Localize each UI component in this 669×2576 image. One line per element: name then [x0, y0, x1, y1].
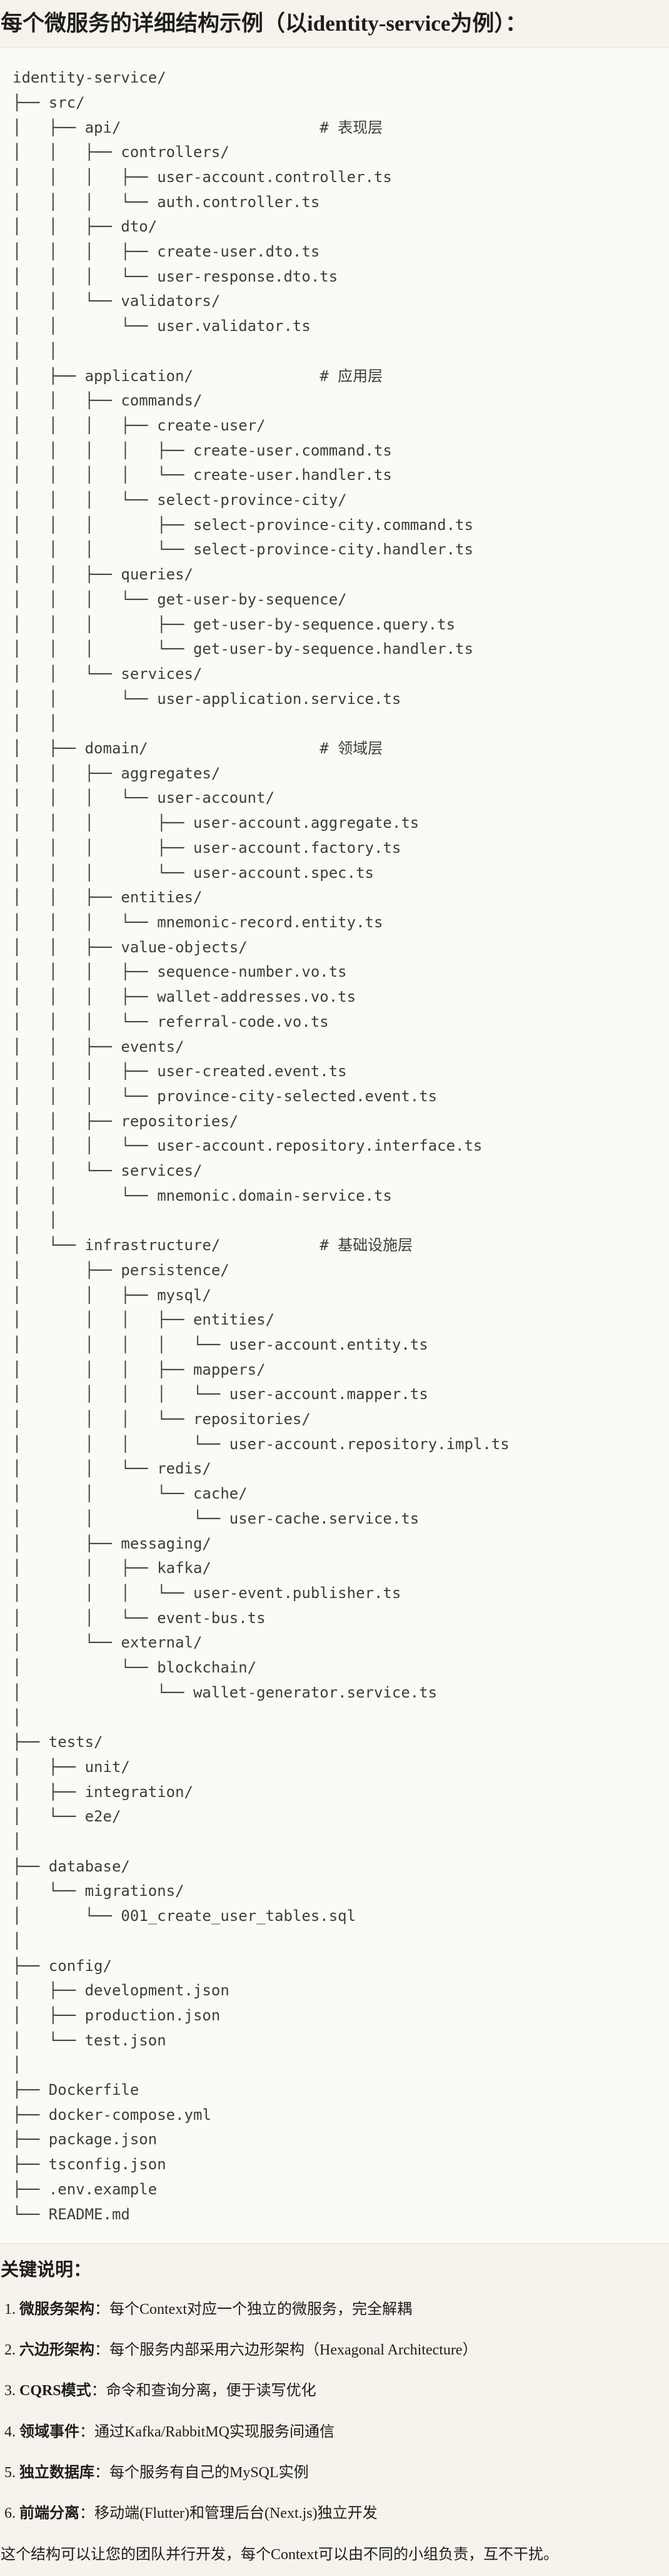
note-term: 六边形架构 — [19, 2341, 94, 2358]
note-number: 3. — [4, 2383, 16, 2400]
note-term: 领域事件 — [19, 2423, 79, 2440]
note-desc: 每个Context对应一个独立的微服务，完全解耦 — [109, 2301, 412, 2318]
note-desc: 每个服务内部采用六边形架构（Hexagonal Architecture） — [109, 2341, 478, 2358]
note-desc: 移动端(Flutter)和管理后台(Next.js)独立开发 — [94, 2505, 378, 2522]
note-number: 6. — [4, 2505, 16, 2522]
note-number: 1. — [4, 2301, 16, 2318]
note-item: 3.CQRS模式：命令和查询分离，便于读写优化 — [4, 2381, 669, 2401]
note-term: CQRS模式 — [19, 2383, 91, 2400]
note-number: 4. — [4, 2423, 16, 2440]
note-colon: ： — [94, 2465, 109, 2482]
note-item: 6.前端分离：移动端(Flutter)和管理后台(Next.js)独立开发 — [4, 2503, 669, 2523]
note-term: 前端分离 — [19, 2505, 79, 2522]
closing-paragraph: 这个结构可以让您的团队并行开发，每个Context可以由不同的小组负责，互不干扰… — [1, 2546, 558, 2563]
note-colon: ： — [94, 2301, 109, 2318]
note-item: 1.微服务架构：每个Context对应一个独立的微服务，完全解耦 — [4, 2299, 669, 2319]
directory-tree: identity-service/ ├── src/ │ ├── api/ # … — [13, 69, 510, 2223]
page-title: 每个微服务的详细结构示例（以identity-service为例）： — [1, 11, 527, 36]
notes-list: 1.微服务架构：每个Context对应一个独立的微服务，完全解耦 2.六边形架构… — [0, 2299, 669, 2524]
note-desc: 每个服务有自己的MySQL实例 — [109, 2465, 309, 2482]
notes-title: 关键说明： — [1, 2260, 92, 2281]
note-item: 5.独立数据库：每个服务有自己的MySQL实例 — [4, 2463, 669, 2483]
note-number: 5. — [4, 2465, 16, 2482]
note-item: 4.领域事件：通过Kafka/RabbitMQ实现服务间通信 — [4, 2422, 669, 2442]
note-colon: ： — [94, 2341, 109, 2358]
notes-section: 关键说明： 1.微服务架构：每个Context对应一个独立的微服务，完全解耦 2… — [0, 2259, 669, 2565]
note-colon: ： — [79, 2505, 94, 2522]
note-desc: 通过Kafka/RabbitMQ实现服务间通信 — [94, 2423, 334, 2440]
note-term: 独立数据库 — [19, 2465, 94, 2482]
note-term: 微服务架构 — [19, 2301, 94, 2318]
note-desc: 命令和查询分离，便于读写优化 — [106, 2383, 316, 2400]
code-block: identity-service/ ├── src/ │ ├── api/ # … — [0, 47, 669, 2244]
note-colon: ： — [79, 2423, 94, 2440]
note-item: 2.六边形架构：每个服务内部采用六边形架构（Hexagonal Architec… — [4, 2340, 669, 2360]
note-number: 2. — [4, 2341, 16, 2358]
note-colon: ： — [91, 2383, 106, 2400]
